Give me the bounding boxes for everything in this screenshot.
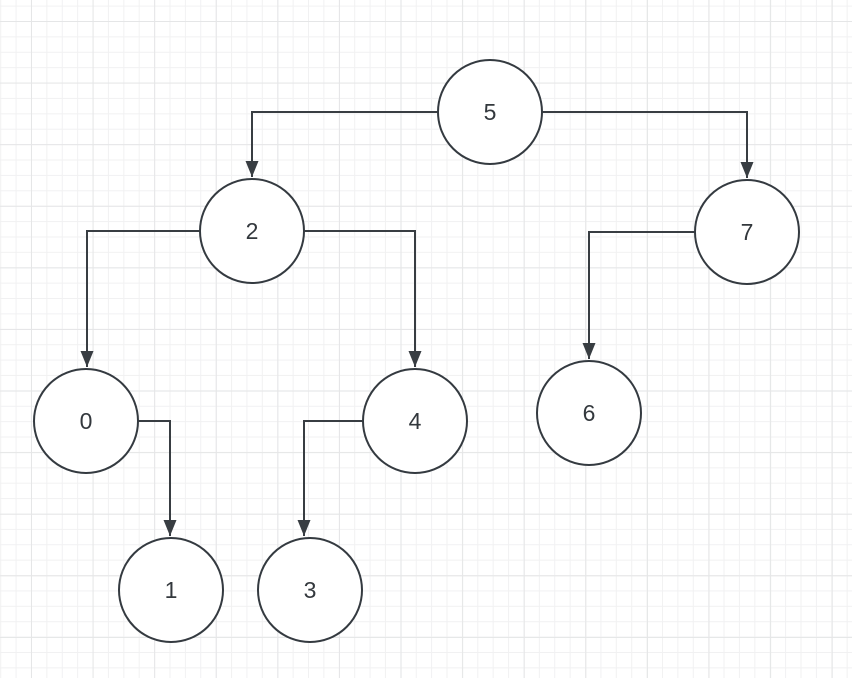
edge-arrowhead-icon <box>297 520 311 536</box>
edge-connector-line <box>542 111 748 178</box>
tree-node-0[interactable]: 0 <box>33 368 139 474</box>
edge-arrowhead-icon <box>582 343 596 359</box>
edge-arrowhead-icon <box>163 520 177 536</box>
edge-2-4[interactable] <box>304 230 422 367</box>
edge-connector-line <box>86 230 200 367</box>
node-ellipse <box>362 368 468 474</box>
edge-connector-line <box>303 420 363 536</box>
edge-connector-line <box>304 230 416 367</box>
tree-node-5[interactable]: 5 <box>437 59 543 165</box>
node-label: 4 <box>409 408 422 434</box>
node-ellipse <box>694 179 800 285</box>
node-label: 5 <box>484 99 497 125</box>
edge-2-0[interactable] <box>80 230 201 367</box>
tree-node-7[interactable]: 7 <box>694 179 800 285</box>
edge-4-3[interactable] <box>297 420 364 536</box>
node-ellipse <box>33 368 139 474</box>
edge-7-6[interactable] <box>582 231 696 359</box>
node-ellipse <box>118 537 224 643</box>
node-label: 1 <box>165 577 178 603</box>
edge-arrowhead-icon <box>80 351 94 367</box>
node-label: 6 <box>583 400 596 426</box>
node-ellipse <box>257 537 363 643</box>
edge-arrowhead-icon <box>740 162 754 178</box>
node-ellipse <box>437 59 543 165</box>
node-label: 3 <box>304 577 317 603</box>
tree-node-3[interactable]: 3 <box>257 537 363 643</box>
edge-0-1[interactable] <box>138 420 177 536</box>
node-ellipse <box>536 360 642 466</box>
edge-5-7[interactable] <box>542 111 754 178</box>
node-label: 0 <box>80 408 93 434</box>
node-ellipse <box>199 178 305 284</box>
tree-node-6[interactable]: 6 <box>536 360 642 466</box>
tree-node-1[interactable]: 1 <box>118 537 224 643</box>
edge-connector-line <box>251 111 438 177</box>
node-label: 2 <box>246 218 259 244</box>
edge-arrowhead-icon <box>245 161 259 177</box>
tree-node-4[interactable]: 4 <box>362 368 468 474</box>
node-label: 7 <box>741 219 754 245</box>
edge-arrowhead-icon <box>408 351 422 367</box>
edge-connector-line <box>588 231 695 359</box>
edge-connector-line <box>138 420 171 536</box>
edge-5-2[interactable] <box>245 111 439 177</box>
tree-node-2[interactable]: 2 <box>199 178 305 284</box>
